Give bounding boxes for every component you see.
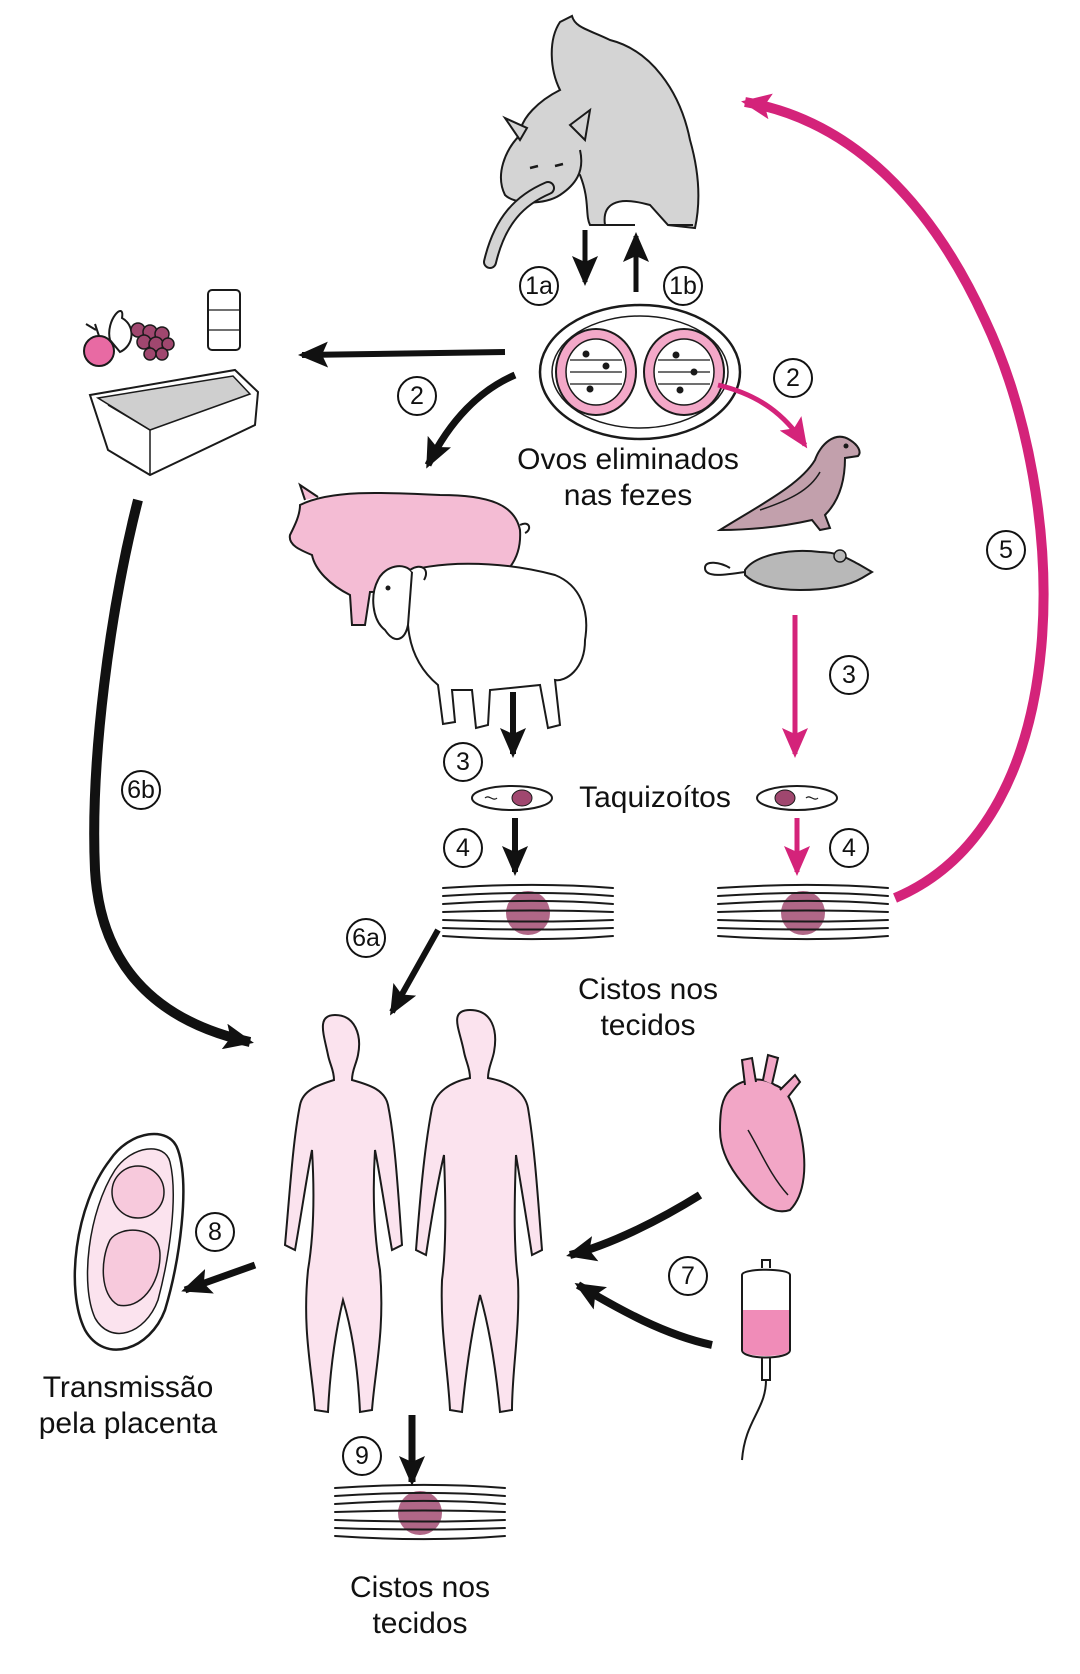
cysts-upper-line1: Cistos nos: [577, 973, 719, 1006]
step-9: 9: [342, 1436, 382, 1476]
step-1b: 1b: [663, 266, 703, 306]
tissue-cyst-icon: [334, 1484, 506, 1540]
cysts-lower-label: Cistos nos tecidos: [320, 1570, 520, 1642]
fetus-icon: [73, 1132, 185, 1351]
arrow-5: [741, 93, 1049, 903]
mouse-icon: [703, 549, 874, 592]
cat-icon: [483, 14, 700, 269]
placenta-label: Transmissão pela placenta: [18, 1370, 238, 1442]
arrow-2-curve: [424, 371, 517, 469]
arrow-8: [181, 1261, 257, 1294]
step-8: 8: [195, 1212, 235, 1252]
tachyzoites-label: Taquizoítos: [579, 781, 731, 814]
tissue-cyst-icon: [717, 884, 889, 940]
cysts-lower-line2: tecidos: [372, 1607, 468, 1640]
cysts-upper-line2: tecidos: [600, 1009, 696, 1042]
step-2-right: 2: [773, 358, 813, 398]
step-5: 5: [986, 530, 1026, 570]
oocyst-icon: [538, 303, 742, 441]
arrow-2-right: [717, 382, 808, 449]
human-male-icon: [414, 1008, 544, 1414]
step-6a: 6a: [346, 918, 386, 958]
arrow-6a: [389, 928, 441, 1016]
step-4-right: 4: [829, 828, 869, 868]
blood-bag-icon: [741, 1259, 791, 1461]
step-1a: 1a: [519, 266, 559, 306]
eggs-label-line1: Ovos eliminados: [517, 443, 739, 476]
step-2-left: 2: [397, 376, 437, 416]
step-3-right: 3: [829, 655, 869, 695]
cysts-upper-label: Cistos nos tecidos: [548, 972, 748, 1044]
sheep-icon: [372, 562, 588, 730]
food-water-icon: [83, 289, 241, 367]
eggs-label: Ovos eliminados nas fezes: [488, 442, 768, 514]
step-7: 7: [668, 1256, 708, 1296]
arrow-6b: [89, 498, 254, 1050]
step-4-left: 4: [443, 828, 483, 868]
step-6b: 6b: [121, 770, 161, 810]
tachyzoite-icon: [756, 785, 838, 811]
arrow-2-left: [298, 341, 506, 368]
placenta-line1: Transmissão: [42, 1371, 214, 1404]
tachyzoite-icon: [471, 785, 553, 811]
arrow-7-heart: [566, 1191, 703, 1262]
litter-box-icon: [88, 368, 260, 477]
tissue-cyst-icon: [442, 884, 614, 940]
arrow-7-bag: [574, 1281, 713, 1349]
human-female-icon: [283, 1013, 404, 1414]
bird-icon: [716, 435, 861, 532]
placenta-line2: pela placenta: [38, 1407, 218, 1440]
step-3-left: 3: [443, 742, 483, 782]
cysts-lower-line1: Cistos nos: [349, 1571, 491, 1604]
eggs-label-line2: nas fezes: [563, 479, 693, 512]
heart-icon: [718, 1053, 806, 1213]
